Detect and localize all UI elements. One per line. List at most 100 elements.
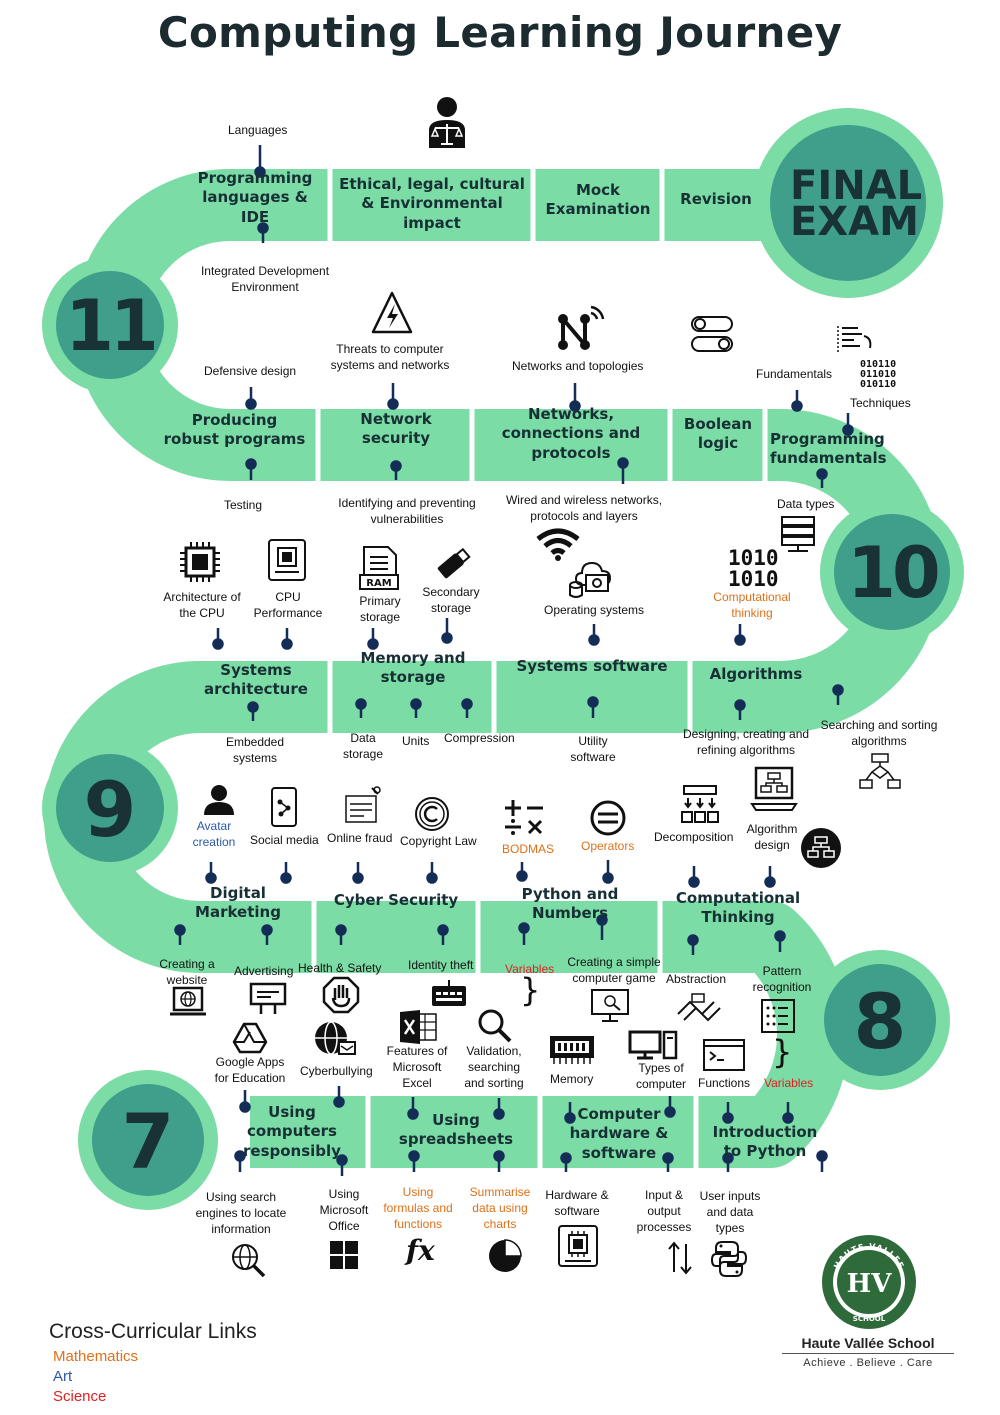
operators-icon xyxy=(590,800,626,836)
pin-head xyxy=(569,400,581,412)
label-validation: Validation, searching and sorting xyxy=(464,1044,524,1091)
pattern-document-icon xyxy=(761,999,795,1033)
label-copyright-law: Copyright Law xyxy=(400,834,477,848)
unit-boolean-logic: Boolean logic xyxy=(683,414,753,453)
label-variables-1: Variables xyxy=(505,962,555,976)
memory-module-icon xyxy=(550,1036,594,1064)
pin-head xyxy=(355,698,367,710)
pin-head xyxy=(664,1106,676,1118)
final-exam-line2: EXAM xyxy=(790,199,919,245)
label-architecture-cpu: Architecture of the CPU xyxy=(163,590,241,621)
binary-row: 010110 xyxy=(860,379,897,390)
pin-head xyxy=(336,1154,348,1166)
pin-head xyxy=(257,222,269,234)
binary-line: 1010 xyxy=(728,546,779,570)
pin-head xyxy=(437,924,449,936)
pin-head xyxy=(247,701,259,713)
pie-chart-icon xyxy=(489,1239,522,1272)
pin-head xyxy=(234,1150,246,1162)
binary-row: 010110 xyxy=(860,359,897,370)
school-logo: HAUTE VALLEE HV SCHOOL xyxy=(822,1235,916,1329)
ethics-scales-icon xyxy=(429,97,465,148)
unit-programming-languages-ide: Programming languages & IDE xyxy=(197,168,313,226)
pin-head xyxy=(426,872,438,884)
label-health-safety: Health & Safety xyxy=(298,961,382,975)
year-10-label: 10 xyxy=(847,532,940,614)
pin-head xyxy=(602,872,614,884)
label-compression: Compression xyxy=(444,731,515,745)
label-identity-theft: Identity theft xyxy=(408,958,474,972)
pin-head xyxy=(493,1108,505,1120)
pin-head xyxy=(245,398,257,410)
label-formulas: Using formulas and functions xyxy=(383,1185,453,1232)
year-circles xyxy=(42,108,964,1210)
pin-head xyxy=(408,1150,420,1162)
smartphone-icon xyxy=(271,787,297,827)
function-fx-icon: fx xyxy=(406,1234,435,1267)
label-operators: Operators xyxy=(581,839,635,853)
school-name: Haute Vallée School xyxy=(782,1335,954,1354)
pin-head xyxy=(333,1096,345,1108)
unit-mock-examination: Mock Examination xyxy=(545,180,651,219)
excel-icon xyxy=(400,1010,437,1044)
abstraction-icon xyxy=(677,993,721,1022)
unit-network-security: Network security xyxy=(360,409,432,448)
pin-head xyxy=(518,922,530,934)
label-online-fraud: Online fraud xyxy=(327,831,393,845)
unit-programming-fundamentals: Programming fundamentals xyxy=(770,429,887,468)
unit-systems-software: Systems software xyxy=(516,657,668,676)
pin-head xyxy=(245,458,257,470)
legend-mathematics: Mathematics xyxy=(53,1348,139,1365)
ram-text: RAM xyxy=(366,578,391,589)
label-bodmas: BODMAS xyxy=(502,842,555,856)
label-data-types: Data types xyxy=(777,497,835,511)
label-testing: Testing xyxy=(224,498,263,512)
binary-line: 1010 xyxy=(728,567,779,591)
pin-head xyxy=(617,457,629,469)
label-fundamentals: Fundamentals xyxy=(756,367,833,381)
label-cyberbullying: Cyberbullying xyxy=(300,1064,373,1078)
billboard-icon xyxy=(249,982,287,1014)
pin-head xyxy=(441,632,453,644)
pin-head xyxy=(461,698,473,710)
label-avatar-creation: Avatar creation xyxy=(192,819,236,850)
year-7-label: 7 xyxy=(121,1097,175,1186)
pin-head xyxy=(782,1112,794,1124)
pin-head xyxy=(239,1101,251,1113)
badge-initials: HV xyxy=(847,1269,893,1299)
label-defensive-design: Defensive design xyxy=(204,364,297,378)
label-computational-thinking: Computational thinking xyxy=(713,590,791,621)
pin-head xyxy=(832,684,844,696)
label-search-engines: Using search engines to locate informati… xyxy=(195,1190,287,1237)
legend-title: Cross-Curricular Links xyxy=(49,1320,257,1343)
label-pattern-recognition: Pattern recognition xyxy=(752,964,812,995)
label-wired-wireless: Wired and wireless networks, protocols a… xyxy=(505,493,663,524)
unit-using-spreadsheets: Using spreadsheets xyxy=(398,1110,514,1149)
game-monitor-icon xyxy=(591,989,629,1022)
wifi-icon xyxy=(536,528,580,561)
label-ide: Integrated Development Environment xyxy=(200,264,330,295)
windows-logo-icon xyxy=(330,1241,358,1269)
math-operators-icon xyxy=(505,800,543,835)
label-utility-software: Utility software xyxy=(570,734,616,765)
label-abstraction: Abstraction xyxy=(666,972,727,986)
pin-head xyxy=(407,1108,419,1120)
unit-networks-connections: Networks, connections and protocols xyxy=(501,404,641,462)
pin-head xyxy=(687,934,699,946)
terminal-window-icon xyxy=(703,1039,745,1071)
label-networks-topologies: Networks and topologies xyxy=(512,359,644,373)
pin-head xyxy=(816,468,828,480)
label-primary-storage: Primary storage xyxy=(359,594,401,625)
label-decomposition: Decomposition xyxy=(654,830,734,844)
label-creating-website: Creating a website xyxy=(159,957,215,988)
curly-brace-icon: } xyxy=(772,1033,793,1071)
website-laptop-icon xyxy=(170,986,206,1016)
label-units: Units xyxy=(402,734,430,748)
label-variables-2: Variables xyxy=(764,1076,814,1090)
page-title: Computing Learning Journey xyxy=(157,8,843,57)
pin-head xyxy=(722,1112,734,1124)
pin-head xyxy=(352,872,364,884)
binary-row: 011010 xyxy=(860,369,897,380)
final-exam-line1: FINAL xyxy=(790,163,923,209)
